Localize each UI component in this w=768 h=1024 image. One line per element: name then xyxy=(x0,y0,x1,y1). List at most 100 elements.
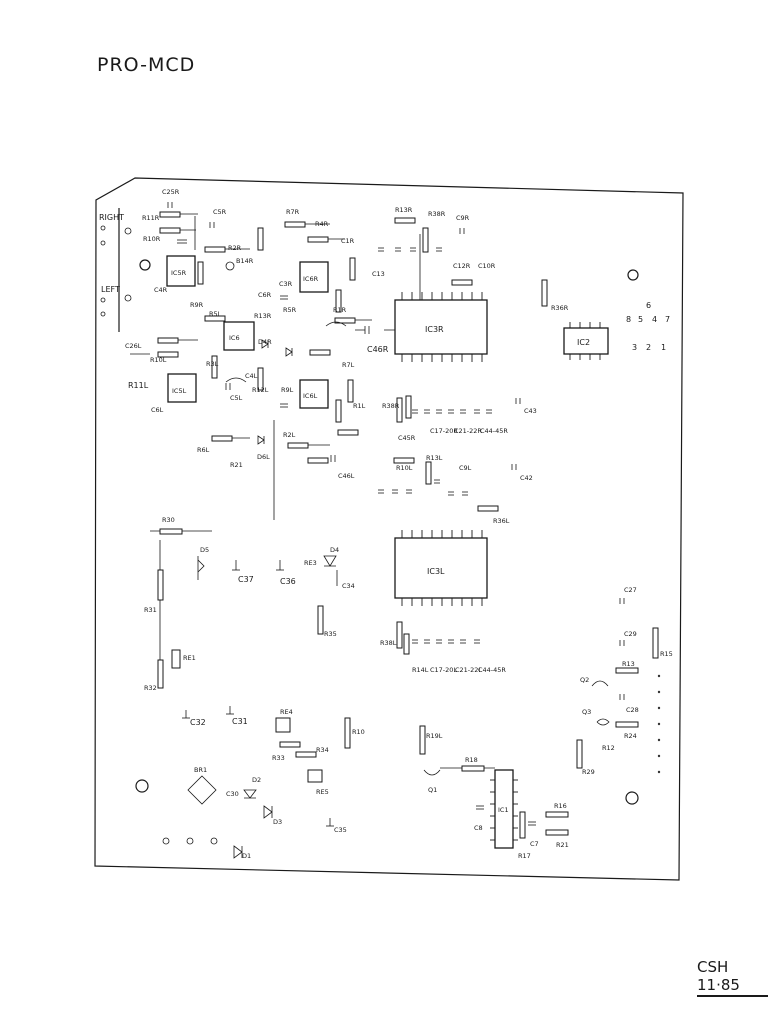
bottom-right-section: R19L Q1 R18 IC1 C8 R17 C7 R16 R21 C27 C2… xyxy=(419,586,673,860)
mounting-hole xyxy=(625,791,639,805)
r30-label: R30 xyxy=(162,516,175,524)
c12r-label: C12R xyxy=(453,262,471,270)
d4r-label: D4R xyxy=(258,338,272,346)
mounting-hole xyxy=(139,259,151,271)
r13r-label: R13R xyxy=(395,206,413,214)
r35-label: R35 xyxy=(324,630,337,638)
r38r-label: R38R xyxy=(428,210,446,218)
r17-label: R17 xyxy=(518,852,531,860)
c43-label: C43 xyxy=(524,407,537,415)
c42-label: C42 xyxy=(520,474,533,482)
c35-label: C35 xyxy=(334,826,347,834)
r38l-label: R38L xyxy=(380,639,397,647)
r36l-label: R36L xyxy=(493,517,510,525)
r13r-label: R13R xyxy=(254,312,272,320)
c45r-label: C45R xyxy=(398,434,416,442)
c34-label: C34 xyxy=(342,582,355,590)
d4-label: D4 xyxy=(330,546,339,554)
r13l-label: R13L xyxy=(426,454,443,462)
d1-label: D1 xyxy=(242,852,251,860)
c7-label: C7 xyxy=(530,840,539,848)
r36r-label: R36R xyxy=(551,304,569,312)
c6r-label: C6R xyxy=(258,291,272,299)
r6l-label: R6L xyxy=(197,446,210,454)
pin-number: 8 xyxy=(626,315,631,324)
c37-label: C37 xyxy=(238,575,254,584)
upper-right-section: IC3R IC3L IC2 xyxy=(355,206,670,700)
r16-label: R16 xyxy=(554,802,567,810)
c5r-label: C5R xyxy=(213,208,227,216)
c21-22r-label: C21-22R xyxy=(454,427,482,435)
c4l-label: C4L xyxy=(245,372,258,380)
c46l-label: C46L xyxy=(338,472,355,480)
r9r-label: R9R xyxy=(190,301,204,309)
r29-label: R29 xyxy=(582,768,595,776)
c8-label: C8 xyxy=(474,824,483,832)
r9l-label: R9L xyxy=(281,386,294,394)
r10l-bottom-label: R10L xyxy=(396,464,413,472)
r4r-label: R4R xyxy=(315,220,329,228)
r38r-bottom-label: R38R xyxy=(382,402,400,410)
br1-label: BR1 xyxy=(194,766,207,774)
r5l-label: R5L xyxy=(209,310,222,318)
c21-22l-label: C21-22L xyxy=(455,666,482,674)
re3-label: RE3 xyxy=(304,559,317,567)
c30-label: C30 xyxy=(226,790,239,798)
ic2-label: IC2 xyxy=(577,338,590,347)
board-outline xyxy=(94,177,684,881)
r2l-label: R2L xyxy=(283,431,296,439)
c31-label: C31 xyxy=(232,717,248,726)
d5-label: D5 xyxy=(200,546,209,554)
d6l-label: D6L xyxy=(257,453,270,461)
q3-label: Q3 xyxy=(582,708,591,716)
r14l-label: R14L xyxy=(412,666,429,674)
r24-label: R24 xyxy=(624,732,637,740)
ic6r-label: IC6R xyxy=(303,275,319,283)
connector-strip: RIGHT LEFT xyxy=(99,208,132,332)
pin-number: 7 xyxy=(665,315,670,324)
r15-label: R15 xyxy=(660,650,673,658)
ic3r-label: IC3R xyxy=(425,325,444,334)
r33-label: R33 xyxy=(272,754,285,762)
r21b-label: R21 xyxy=(556,841,569,849)
pin-number: 3 xyxy=(632,343,637,352)
re4-label: RE4 xyxy=(280,708,293,716)
c46r-label: C46R xyxy=(367,345,389,354)
r18-label: R18 xyxy=(465,756,478,764)
ic5r-label: IC5R xyxy=(171,269,187,277)
drawing-signature: CSH 11·85 xyxy=(697,958,768,997)
connector-left-label: LEFT xyxy=(101,285,120,294)
c6l-label: C6L xyxy=(151,406,164,414)
c4r-label: C4R xyxy=(154,286,168,294)
q1-label: Q1 xyxy=(428,786,437,794)
c29-label: C29 xyxy=(624,630,637,638)
mounting-hole xyxy=(627,269,639,281)
re1-label: RE1 xyxy=(183,654,196,662)
c44-45r-label: C44-45R xyxy=(480,427,508,435)
r21-label: R21 xyxy=(230,461,243,469)
q2-label: Q2 xyxy=(580,676,589,684)
r32-label: R32 xyxy=(144,684,157,692)
pin-number-6: 6 xyxy=(646,301,651,310)
c13-label: C13 xyxy=(372,270,385,278)
c25r-label: C25R xyxy=(162,188,180,196)
r7r-label: R7R xyxy=(286,208,300,216)
d2-label: D2 xyxy=(252,776,261,784)
pin-number: 4 xyxy=(652,315,657,324)
c5l-label: C5L xyxy=(230,394,243,402)
r31-label: R31 xyxy=(144,606,157,614)
r11l-label: R11L xyxy=(128,381,149,390)
mounting-hole xyxy=(135,779,149,793)
r1r-label: R1R xyxy=(333,306,347,314)
pin-number: 1 xyxy=(661,343,666,352)
r10-label: R10 xyxy=(352,728,365,736)
r34-label: R34 xyxy=(316,746,329,754)
c9r-label: C9R xyxy=(456,214,470,222)
middle-left-section: R30 D5 C37 C36 RE3 D4 C34 R31 R35 RE1 R3… xyxy=(144,516,365,860)
c9l-label: C9L xyxy=(459,464,472,472)
ic6-label: IC6 xyxy=(229,334,240,342)
connector-right-label: RIGHT xyxy=(99,213,124,222)
re5-label: RE5 xyxy=(316,788,329,796)
upper-left-section: IC5R IC6R IC6 IC5L IC6L xyxy=(125,188,372,520)
r7l-label: R7L xyxy=(342,361,355,369)
